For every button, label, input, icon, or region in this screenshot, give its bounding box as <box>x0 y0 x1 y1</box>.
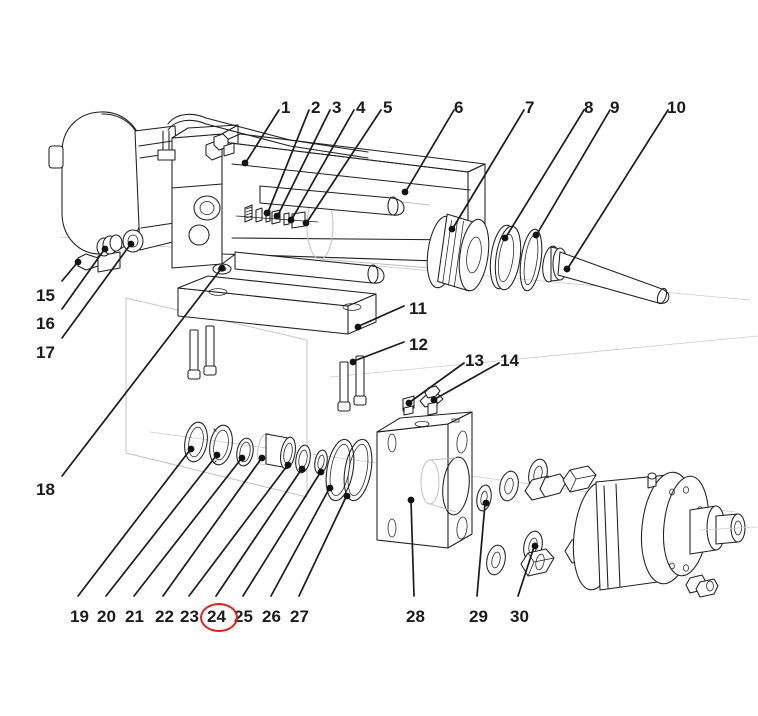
leader-lines <box>61 109 669 597</box>
callout-label-10: 10 <box>667 98 686 117</box>
callout-label-22: 22 <box>155 607 174 626</box>
retaining-ring-stack <box>184 421 373 502</box>
callout-label-6: 6 <box>454 98 464 117</box>
callout-label-3: 3 <box>332 98 342 117</box>
callout-label-21: 21 <box>125 607 144 626</box>
callout-label-1: 1 <box>281 98 291 117</box>
callout-label-29: 29 <box>469 607 488 626</box>
callout-label-4: 4 <box>356 98 366 117</box>
callout-label-26: 26 <box>262 607 281 626</box>
callout-label-20: 20 <box>97 607 116 626</box>
mounting-plate-assembly <box>177 263 377 412</box>
callout-label-30: 30 <box>510 607 529 626</box>
callout-label-25: 25 <box>234 607 253 626</box>
callout-label-8: 8 <box>584 98 594 117</box>
piston-seal-stack <box>426 213 670 305</box>
bolt <box>203 325 217 376</box>
callout-label-2: 2 <box>311 98 321 117</box>
callout-label-12: 12 <box>409 335 428 354</box>
callout-label-24: 24 <box>207 607 226 626</box>
electric-motor <box>572 471 758 598</box>
callout-label-18: 18 <box>36 480 55 499</box>
callout-label-28: 28 <box>406 607 425 626</box>
bolt <box>353 355 367 406</box>
callout-label-13: 13 <box>465 351 484 370</box>
callout-label-5: 5 <box>383 98 393 117</box>
valve-block <box>376 411 473 549</box>
callout-label-17: 17 <box>36 343 55 362</box>
main-cylinder-assembly <box>48 111 486 284</box>
callout-label-16: 16 <box>36 314 55 333</box>
callout-label-14: 14 <box>500 351 519 370</box>
callout-label-27: 27 <box>290 607 309 626</box>
bolt <box>337 361 351 412</box>
callout-label-9: 9 <box>610 98 620 117</box>
callout-label-15: 15 <box>36 286 55 305</box>
callout-label-11: 11 <box>409 299 427 318</box>
callout-label-23: 23 <box>180 607 199 626</box>
callout-label-19: 19 <box>70 607 89 626</box>
bolt <box>187 329 201 380</box>
callout-label-7: 7 <box>525 98 535 117</box>
